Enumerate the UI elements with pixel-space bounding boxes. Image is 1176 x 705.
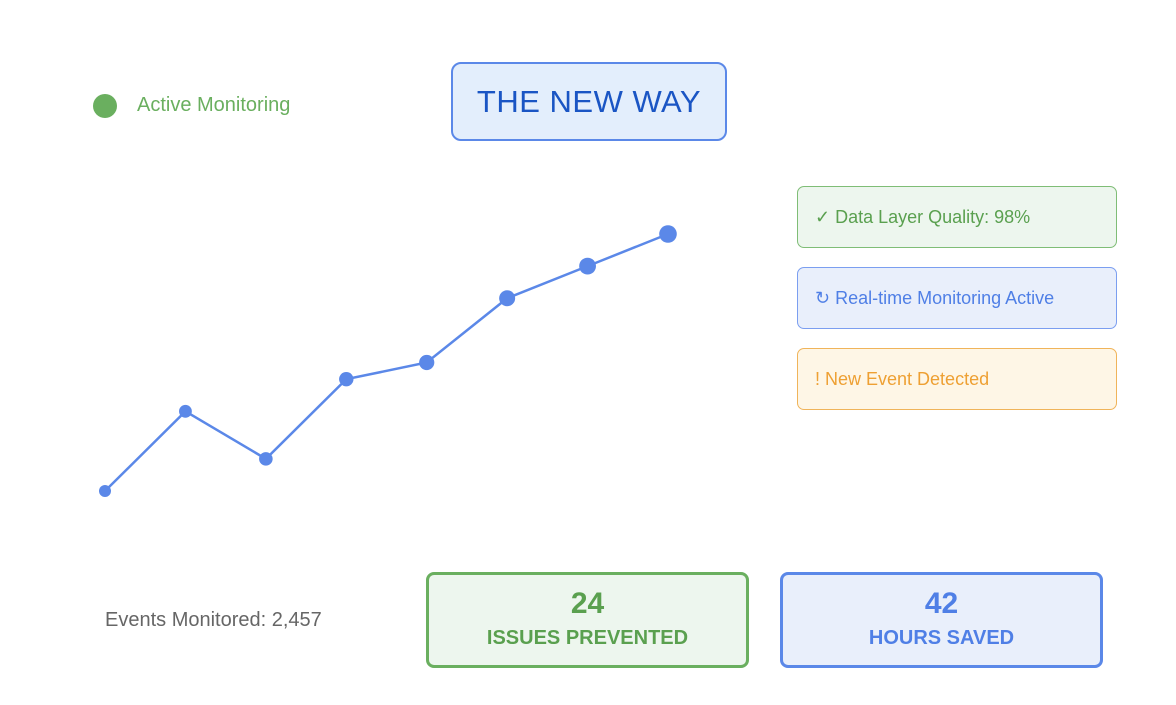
active-monitoring-dot (93, 94, 117, 118)
hours-saved-label: HOURS SAVED (868, 627, 1015, 649)
hours-saved-value: 42 (924, 587, 959, 620)
active-monitoring-label: Active Monitoring (137, 94, 291, 116)
data-point (659, 225, 677, 243)
data-point (339, 372, 354, 387)
series-line (104, 232, 669, 492)
hours-saved-card: 42 HOURS SAVED (780, 572, 1103, 668)
status-data-quality: ✓ Data Layer Quality: 98% (797, 186, 1117, 248)
issues-prevented-label: ISSUES PREVENTED (486, 627, 689, 649)
realtime-monitoring-text: ↻ Real-time Monitoring Active (815, 287, 1055, 308)
data-point (419, 354, 435, 371)
issues-prevented-value: 24 (570, 587, 605, 620)
data-quality-text: ✓ Data Layer Quality: 98% (815, 206, 1031, 227)
data-point (259, 452, 273, 466)
data-point (99, 485, 111, 497)
status-realtime-monitoring: ↻ Real-time Monitoring Active (797, 267, 1117, 329)
status-new-event: ! New Event Detected (797, 348, 1117, 410)
events-monitored: Events Monitored: 2,457 (105, 609, 322, 631)
data-point (499, 290, 516, 307)
new-event-text: ! New Event Detected (815, 368, 990, 389)
data-point (179, 404, 192, 418)
issues-prevented-card: 24 ISSUES PREVENTED (426, 572, 749, 668)
page-title: THE NEW WAY (451, 62, 727, 141)
data-point (579, 257, 596, 275)
